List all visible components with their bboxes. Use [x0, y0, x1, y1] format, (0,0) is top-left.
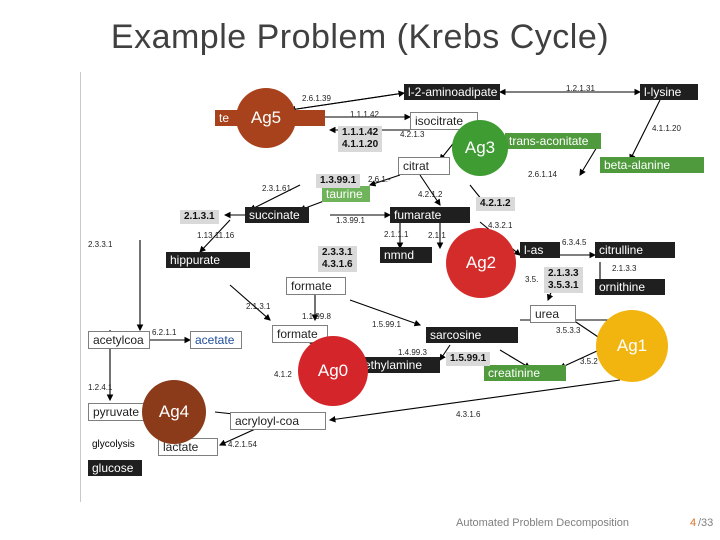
agent-ag5-circle: Ag5	[236, 88, 296, 148]
molecule-taurine: taurine	[322, 186, 370, 202]
agent-ag2-label: Ag2	[465, 253, 497, 272]
ec-label: 6.3.4.5	[562, 238, 587, 247]
molecule-l-as: l-as	[520, 242, 560, 258]
molecule-acryloyl-coa: acryloyl-coa	[230, 412, 326, 430]
ec-label: 2.3.3.1	[88, 240, 113, 249]
molecule-citrate: citrat	[398, 157, 450, 175]
molecule-hippurate: hippurate	[166, 252, 250, 268]
agent-ag1-circle: Ag1	[596, 310, 668, 382]
molecule-urea: urea	[530, 305, 576, 323]
enzyme-box: 1.3.99.1	[316, 174, 361, 188]
molecule-citrulline: citrulline	[595, 242, 675, 258]
ec-label: 2.6.1.-	[368, 175, 391, 184]
ec-label: 2.1.3.3	[612, 264, 637, 273]
enzyme-box: 1.1.1.42 4.1.1.20	[338, 126, 383, 152]
molecule-creatinine: creatinine	[484, 365, 566, 381]
molecule-acetate: acetate	[190, 331, 242, 349]
ec-label: 3.5.2	[580, 357, 598, 366]
molecule-methylamine: ethylamine	[360, 357, 440, 373]
molecule-nmnd: nmnd	[380, 247, 432, 263]
ec-label: 1.2.1.31	[566, 84, 595, 93]
slide-title: Example Problem (Krebs Cycle)	[110, 18, 610, 56]
molecule-trans-aconitate: trans-aconitate	[505, 133, 601, 149]
ec-label: 1.4.99.3	[398, 348, 427, 357]
molecule-glucose: glucose	[88, 460, 142, 476]
ec-label: 2.1.1.1	[384, 230, 409, 239]
enzyme-box: 2.3.3.1 4.3.1.6	[318, 246, 357, 272]
ec-label: 3.5.	[525, 275, 539, 284]
enzyme-box: 2.1.3.3 3.5.3.1	[544, 267, 583, 293]
label-glycolysis: glycolysis	[92, 439, 135, 450]
ec-label: 6.2.1.1	[152, 328, 177, 337]
ec-label: 4.2.1.54	[228, 440, 257, 449]
molecule-acetylcoa: acetylcoa	[88, 331, 150, 349]
footer-text: Automated Problem Decomposition	[456, 517, 630, 529]
ec-label: 1.1.1.42	[350, 110, 379, 119]
molecule-fumarate: fumarate	[390, 207, 470, 223]
agent-ag4-circle: Ag4	[142, 380, 206, 444]
ec-label: 2.1.3.1	[246, 302, 271, 311]
agent-ag5-label: Ag5	[250, 108, 282, 127]
ec-label: 4.2.1.2	[418, 190, 443, 199]
enzyme-box: 4.2.1.2	[476, 197, 515, 211]
molecule-formate-low: formate	[272, 325, 328, 343]
enzyme-box: 2.1.3.1	[180, 210, 219, 224]
ec-label: 4.3.1.6	[456, 410, 481, 419]
agent-ag3-circle: Ag3	[452, 120, 508, 176]
molecule-l-2-aminoadipate: l-2-aminoadipate	[404, 84, 500, 100]
molecule-succinate: succinate	[245, 207, 309, 223]
ec-label: 1.1.99.8	[302, 312, 331, 321]
agent-ag2-circle: Ag2	[446, 228, 516, 298]
ec-label: 4.2.1.3	[400, 130, 425, 139]
ec-label: 4.1.1.20	[652, 124, 681, 133]
agent-ag4-label: Ag4	[158, 402, 190, 421]
ec-label: 1.13.11.16	[197, 231, 235, 240]
ec-label: 3.5.3.3	[556, 326, 581, 335]
page-number: 4	[690, 517, 697, 529]
ec-label: 1.5.99.1	[372, 320, 401, 329]
molecule-formate-mid: formate	[286, 277, 346, 295]
molecule-pyruvate: pyruvate	[88, 403, 150, 421]
agent-ag1-label: Ag1	[616, 336, 648, 355]
agent-ag0-circle: Ag0	[298, 336, 368, 406]
molecule-sarcosine: sarcosine	[426, 327, 518, 343]
molecule-ornithine: ornithine	[595, 279, 665, 295]
page-total: /33	[698, 517, 714, 529]
ec-label: 2.6.1.14	[528, 170, 557, 179]
ec-label: 2.6.1.39	[302, 94, 331, 103]
molecule-l-lysine: l-lysine	[640, 84, 698, 100]
enzyme-box: 1.5.99.1	[446, 352, 491, 366]
molecule-beta-alanine: beta-alanine	[600, 157, 704, 173]
molecule-isocitrate: isocitrate	[410, 112, 478, 130]
ec-label: 1.2.4.1	[88, 383, 113, 392]
ec-label: 4.3.2.1	[488, 221, 513, 230]
ec-label: 4.1.2	[274, 370, 292, 379]
ec-label: 1.3.99.1	[336, 216, 365, 225]
agent-ag0-label: Ag0	[317, 361, 349, 380]
agent-ag3-label: Ag3	[464, 138, 496, 157]
ec-label: 2.3.1.61	[262, 184, 291, 193]
left-divider	[80, 72, 81, 502]
ec-label: 2.1.1	[428, 231, 446, 240]
